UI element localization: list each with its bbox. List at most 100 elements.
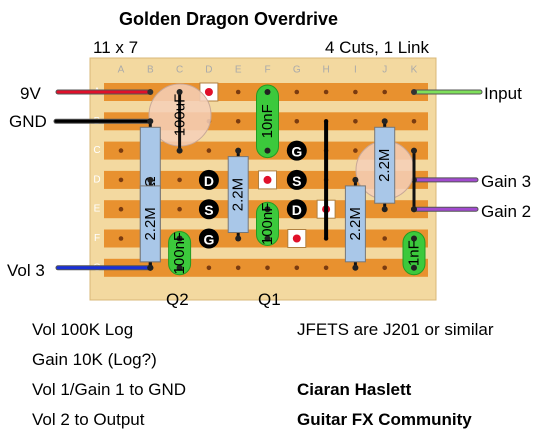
hole xyxy=(353,89,358,95)
q2-drain-pin-letter: D xyxy=(204,173,214,189)
hole xyxy=(118,177,124,183)
resistor-2m2-a-pin xyxy=(235,235,242,242)
q2-label: Q2 xyxy=(166,290,189,309)
row-label-f: F xyxy=(94,233,100,244)
wire-label-input: Input xyxy=(484,84,522,103)
hole xyxy=(382,236,388,241)
resistor-2m2-b-pin xyxy=(147,176,154,183)
hole xyxy=(206,265,212,271)
hole xyxy=(294,265,300,271)
resistor-2m2-b-label: 2.2M xyxy=(142,207,159,240)
note-gain-pot: Gain 10K (Log?) xyxy=(32,350,157,369)
cut-mark xyxy=(263,175,272,184)
cuts-links-label: 4 Cuts, 1 Link xyxy=(325,38,429,57)
hole xyxy=(118,206,124,212)
wire-label-gain2: Gain 2 xyxy=(481,202,532,221)
resistor-2m2-a-label: 2.2M xyxy=(230,178,247,211)
wire-input-end xyxy=(411,89,417,95)
wire-9v-end xyxy=(147,89,154,95)
resistor-2m2-c-pin xyxy=(352,176,359,183)
column-label-c: C xyxy=(176,65,183,76)
q1-source-pin-letter: S xyxy=(292,173,301,189)
column-label-h: H xyxy=(322,65,329,76)
hole xyxy=(382,265,388,271)
hole xyxy=(294,89,300,95)
capacitor-100uf-pin xyxy=(176,89,183,95)
hole xyxy=(235,89,241,95)
hole xyxy=(411,119,417,124)
row-label-c: C xyxy=(93,145,100,156)
resistor-2m2-c xyxy=(344,185,366,263)
capacitor-10nf-label: 10nF xyxy=(259,104,276,138)
cut-mark xyxy=(204,88,213,96)
hole xyxy=(353,148,358,153)
capacitor-100nf-b-pin xyxy=(264,206,271,213)
hole xyxy=(294,119,300,124)
hole xyxy=(323,89,329,95)
capacitor-1nf-pin xyxy=(411,235,417,242)
off-board-wires xyxy=(53,89,483,271)
q2-gate-pin xyxy=(198,228,219,249)
hole xyxy=(118,236,124,241)
hole xyxy=(265,265,270,271)
column-label-d: D xyxy=(205,65,212,76)
hole xyxy=(177,206,182,212)
cut-mark xyxy=(292,234,301,243)
q1-drain-pin-letter: D xyxy=(292,202,302,218)
resistor-2m2-d-label: 2.2M xyxy=(376,149,393,182)
note-vol2: Vol 2 to Output xyxy=(32,410,145,429)
community-name: Guitar FX Community xyxy=(297,410,472,429)
capacitor-10uf-pin xyxy=(411,206,417,213)
column-label-b: B xyxy=(147,65,154,76)
capacitor-100uf-label: 100uF xyxy=(172,94,189,137)
note-vol1-gain1: Vol 1/Gain 1 to GND xyxy=(32,380,187,399)
capacitor-10nf-pin xyxy=(264,147,271,154)
column-label-a: A xyxy=(118,65,125,76)
hole xyxy=(235,265,241,271)
resistor-2m2-c-pin xyxy=(352,264,359,271)
resistor-2m2-c-label: 2.2M xyxy=(347,207,364,240)
capacitor-100nf-b xyxy=(256,201,279,246)
q1-label: Q1 xyxy=(258,290,281,309)
hole xyxy=(235,119,241,124)
capacitor-10uf-pin xyxy=(411,147,417,154)
wire-label-gnd: GND xyxy=(9,112,47,131)
resistor-2m2-d-pin xyxy=(381,118,388,125)
resistor-2m2-a xyxy=(227,156,249,234)
resistor-2m2-d xyxy=(374,126,396,204)
hole xyxy=(323,265,329,271)
wire-label-gain3: Gain 3 xyxy=(481,172,532,191)
capacitor-1nf xyxy=(402,231,426,276)
capacitor-100nf-a xyxy=(168,231,192,276)
resistor-2m2-b xyxy=(139,185,161,263)
capacitor-100uf-pin xyxy=(176,147,183,154)
column-label-j: J xyxy=(382,65,387,76)
note-jfets: JFETS are J201 or similar xyxy=(297,320,494,339)
q1-drain-pin xyxy=(286,199,307,220)
resistor-2m2-d-pin xyxy=(381,206,388,213)
capacitor-100nf-a-pin xyxy=(176,235,183,242)
resistor-2m2-b-pin xyxy=(147,264,154,271)
capacitor-10nf-pin xyxy=(264,89,271,95)
hole xyxy=(177,177,182,183)
components: 100uF10uF100Ω2.2M2.2M2.2M2.2M10nF100nF10… xyxy=(139,83,426,276)
column-label-e: E xyxy=(235,65,242,76)
q2-source-pin xyxy=(198,199,219,220)
hole xyxy=(118,148,124,153)
column-label-i: I xyxy=(354,65,357,76)
column-label-g: G xyxy=(293,65,301,76)
hole xyxy=(206,148,212,153)
note-vol-pot: Vol 100K Log xyxy=(32,320,134,339)
board-size-label: 11 x 7 xyxy=(93,38,139,57)
page-title: Golden Dragon Overdrive xyxy=(119,9,339,29)
wire-label-9v: 9V xyxy=(20,84,41,103)
q2-source-pin-letter: S xyxy=(204,202,213,218)
row-label-d: D xyxy=(93,174,100,185)
capacitor-100nf-b-label: 100nF xyxy=(259,203,276,246)
capacitor-100nf-a-label: 100nF xyxy=(171,232,188,275)
q1-source-pin xyxy=(286,169,307,190)
resistor-2m2-a-pin xyxy=(235,147,242,154)
column-label-k: K xyxy=(411,65,418,76)
